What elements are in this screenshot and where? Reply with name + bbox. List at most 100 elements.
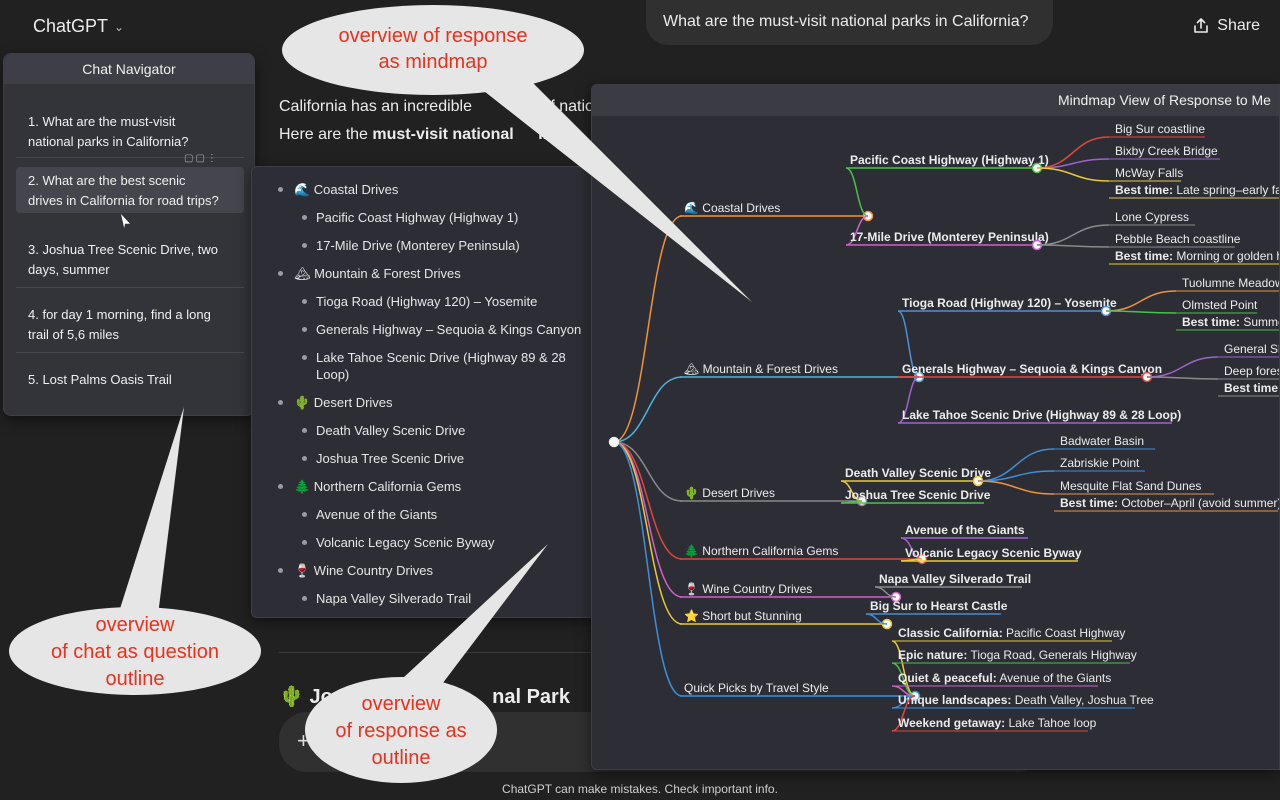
leaf-bold-text: Weekend getaway: — [898, 716, 1005, 730]
chat-navigator: Chat Navigator 1. What are the must-visi… — [3, 53, 255, 416]
navigator-item[interactable]: 5. Lost Palms Oasis Trail — [16, 370, 244, 394]
outline-text: Pacific Coast Highway (Highway 1) — [316, 210, 519, 225]
mindmap-leaf-label: Best time: Late spring–early fall — [1115, 183, 1280, 197]
navigator-title: Chat Navigator — [4, 54, 254, 84]
outline-text: Joshua Tree Scenic Drive — [316, 451, 465, 466]
outline-category[interactable]: 🏔 Mountain & Forest Drives — [278, 265, 461, 282]
outline-item[interactable]: 17-Mile Drive (Monterey Peninsula) — [302, 237, 520, 254]
sub-edge — [897, 310, 920, 378]
leaf-edge — [891, 695, 916, 732]
mindmap-callout-bubble — [282, 5, 584, 95]
outline-text: 17-Mile Drive (Monterey Peninsula) — [316, 238, 520, 253]
model-selector[interactable]: ChatGPT ⌄ — [33, 16, 124, 37]
branch-edge — [613, 441, 683, 502]
section-heading-tail: nal Park — [492, 686, 570, 708]
nav-item-line: 4. for day 1 morning, find a long — [28, 307, 211, 322]
leaf-text: Badwater Basin — [1060, 434, 1144, 448]
mindmap-leaf-label: Bixby Creek Bridge — [1115, 144, 1218, 158]
bullet-icon — [302, 299, 307, 304]
leaf-text: Mesquite Flat Sand Dunes — [1060, 479, 1201, 493]
sub-edge — [845, 215, 869, 246]
mindmap-panel: Mindmap View of Response to Me 🌊 Coastal… — [591, 84, 1280, 770]
bullet-icon — [302, 456, 307, 461]
navigator-item[interactable]: 3. Joshua Tree Scenic Drive, two days, s… — [16, 240, 244, 288]
mindmap-sub-label: Big Sur to Hearst Castle — [870, 599, 1008, 613]
outline-text: 🌵 Desert Drives — [294, 395, 393, 410]
outline-item[interactable]: Loop) — [316, 366, 349, 383]
mindmap-leaf-label: Quiet & peaceful: Avenue of the Giants — [898, 671, 1111, 685]
leaf-text: Tioga Road, Generals Highway — [967, 648, 1136, 662]
questions-callout-line: overview — [96, 614, 175, 636]
bullet-icon — [302, 327, 307, 332]
response-line-2: Here are the — [279, 126, 373, 143]
leaf-edge — [977, 480, 1055, 495]
leaf-bold-text: Best time: — [1060, 496, 1118, 510]
share-button[interactable]: Share — [1193, 17, 1260, 35]
navigator-item[interactable]: 2. What are the best scenic drives in Ca… — [16, 167, 244, 213]
outline-category[interactable]: 🌲 Northern California Gems — [278, 478, 462, 495]
mindmap-branch-label: 🏔 Mountain & Forest Drives — [684, 362, 838, 376]
outline-item[interactable]: Volcanic Legacy Scenic Byway — [302, 534, 494, 551]
bullet-icon — [278, 187, 283, 192]
share-icon — [1194, 18, 1209, 33]
sub-edge — [845, 167, 869, 217]
leaf-text: Deep fores — [1224, 364, 1280, 378]
leaf-bold-text: Best time: — [1182, 315, 1240, 329]
copy-icon[interactable]: ▢▢⋮ — [184, 153, 219, 164]
leaf-text: October–April (avoid summer) — [1118, 496, 1280, 510]
leaf-text: Lone Cypress — [1115, 210, 1189, 224]
leaf-edge — [1105, 310, 1177, 314]
disclaimer: ChatGPT can make mistakes. Check importa… — [502, 782, 778, 796]
mindmap-branch-label: ⭐ Short but Stunning — [684, 609, 802, 623]
outline-callout-line: overview — [362, 693, 441, 715]
mindmap-sub-label: Tioga Road (Highway 120) – Yosemite — [902, 296, 1117, 310]
outline-category[interactable]: 🌵 Desert Drives — [278, 394, 393, 411]
outline-category[interactable]: 🌊 Coastal Drives — [278, 181, 399, 198]
leaf-text: Late spring–early fall — [1173, 183, 1280, 197]
outline-text: 🏔 Mountain & Forest Drives — [294, 266, 461, 281]
outline-item[interactable]: Death Valley Scenic Drive — [302, 422, 465, 439]
mindmap-leaf-label: Big Sur coastline — [1115, 122, 1205, 136]
mindmap-leaf-label: Best time: Morning or golden ho — [1115, 249, 1280, 263]
mindmap-leaf-label: Weekend getaway: Lake Tahoe loop — [898, 716, 1097, 730]
bullet-icon — [278, 400, 283, 405]
outline-callout-bubble — [305, 677, 497, 783]
leaf-text: Tuolumne Meadows — [1182, 276, 1280, 290]
mindmap-leaf-label: Unique landscapes: Death Valley, Joshua … — [898, 693, 1154, 707]
mindmap-branch-label: 🌲 Northern California Gems — [684, 544, 838, 558]
leaf-text: Summer — [1240, 315, 1280, 329]
mindmap-branch-label: Quick Picks by Travel Style — [684, 681, 829, 695]
outline-category[interactable]: 🍷 Wine Country Drives — [278, 562, 433, 579]
mindmap-sub-label: Death Valley Scenic Drive — [845, 466, 991, 480]
navigator-item[interactable]: 4. for day 1 morning, find a long trail … — [16, 305, 244, 353]
mindmap-leaf-label: Deep fores — [1224, 364, 1280, 378]
mindmap-leaf-label: Badwater Basin — [1060, 434, 1144, 448]
bullet-icon — [302, 355, 307, 360]
leaf-text: Big Sur coastline — [1115, 122, 1205, 136]
outline-item[interactable]: Avenue of the Giants — [302, 506, 437, 523]
mindmap-leaf-label: Epic nature: Tioga Road, Generals Highwa… — [898, 648, 1137, 662]
leaf-text: McWay Falls — [1115, 166, 1183, 180]
mindmap-leaf-label: General Sh — [1224, 342, 1280, 356]
outline-item[interactable]: Joshua Tree Scenic Drive — [302, 450, 465, 467]
outline-text: 🌲 Northern California Gems — [294, 479, 462, 494]
leaf-bold-text: Best time: — [1115, 183, 1173, 197]
outline-text: 🌊 Coastal Drives — [294, 182, 399, 197]
navigator-item[interactable]: 1. What are the must-visit national park… — [16, 110, 244, 158]
nav-item-line: national parks in California? — [28, 134, 189, 149]
outline-item[interactable]: Pacific Coast Highway (Highway 1) — [302, 209, 519, 226]
nav-item-line: drives in California for road trips? — [28, 193, 219, 208]
leaf-bold-text: Best time: — [1224, 381, 1280, 395]
bullet-icon — [302, 215, 307, 220]
outline-item[interactable]: Lake Tahoe Scenic Drive (Highway 89 & 28 — [302, 349, 566, 366]
nav-item-line: days, summer — [28, 262, 110, 277]
outline-callout-line: outline — [372, 747, 431, 769]
leaf-bold-text: Unique landscapes: — [898, 693, 1011, 707]
outline-item[interactable]: Tioga Road (Highway 120) – Yosemite — [302, 293, 537, 310]
outline-item[interactable]: Generals Highway – Sequoia & Kings Canyo… — [302, 321, 581, 338]
outline-item[interactable]: Napa Valley Silverado Trail — [302, 590, 471, 607]
nav-item-line: trail of 5,6 miles — [28, 327, 120, 342]
branch-edge — [613, 441, 683, 560]
mindmap-sub-label: Pacific Coast Highway (Highway 1) — [850, 153, 1049, 167]
